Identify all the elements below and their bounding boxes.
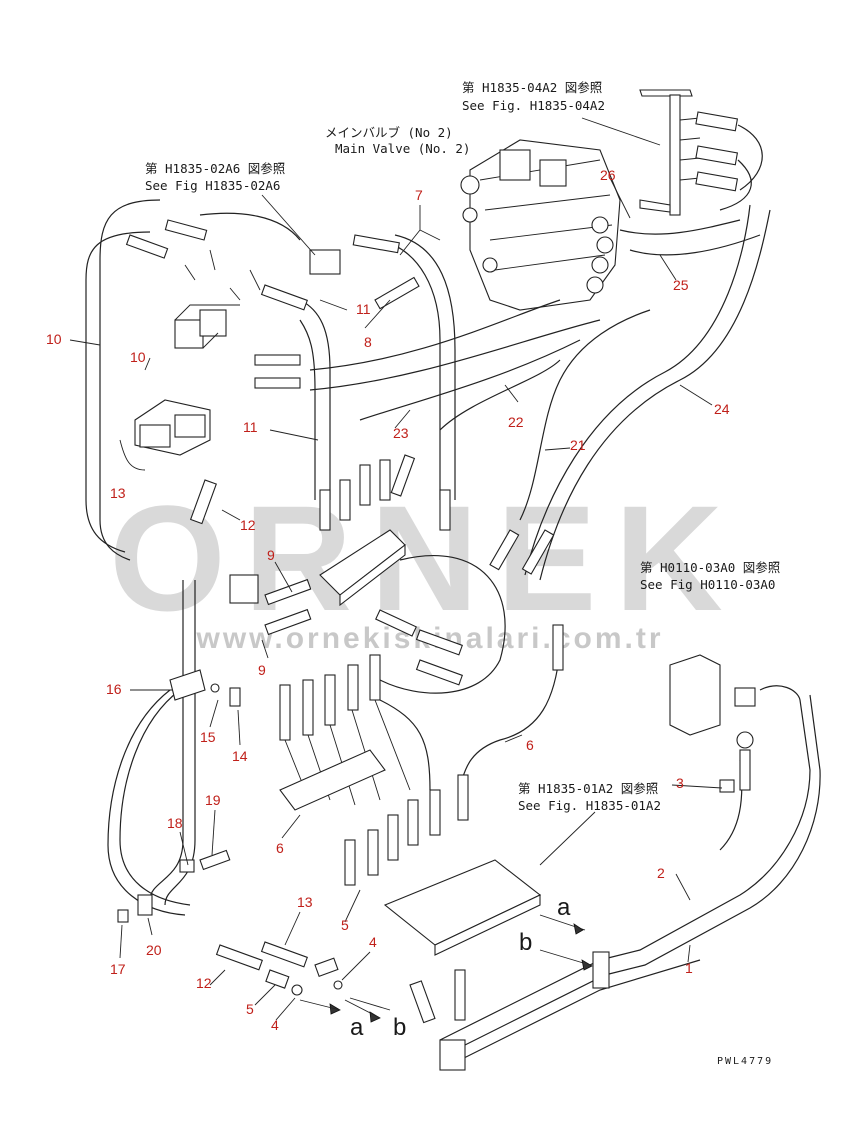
callout-22: 22	[508, 414, 524, 430]
callout-20: 20	[146, 942, 162, 958]
ref-fig-02a6-en: See Fig H1835-02A6	[145, 178, 280, 193]
callout-12-a: 12	[240, 517, 256, 533]
callout-21: 21	[570, 437, 586, 453]
lower-manifold	[279, 654, 542, 956]
upper-left-block	[125, 219, 420, 389]
ref-fig-0110: 第 H0110-03A0 図参照	[640, 560, 780, 575]
reference-notes: 第 H1835-04A2 図参照 See Fig. H1835-04A2 メイン…	[145, 80, 780, 813]
ref-fig-0110-en: See Fig H0110-03A0	[640, 577, 775, 592]
callout-8: 8	[364, 334, 372, 350]
callout-10-b: 10	[130, 349, 146, 365]
drawing-code: PWL4779	[717, 1056, 773, 1067]
right-block	[669, 654, 756, 793]
callout-11-b: 11	[243, 419, 258, 435]
callout-5-a: 5	[341, 917, 349, 933]
connection-label-a-upper: a	[557, 894, 571, 921]
callout-18: 18	[167, 815, 183, 831]
connection-label-b-upper: b	[519, 929, 532, 956]
callout-16: 16	[106, 681, 122, 697]
central-manifold	[229, 454, 564, 686]
callout-13-a: 13	[110, 485, 126, 501]
connection-label-b-lower: b	[393, 1014, 406, 1041]
callout-5-b: 5	[246, 1001, 254, 1017]
callout-2: 2	[657, 865, 665, 881]
leader-lines	[69, 117, 723, 1021]
callout-25: 25	[673, 277, 689, 293]
callout-4-b: 4	[271, 1017, 279, 1033]
callout-14: 14	[232, 748, 248, 764]
callout-13-b: 13	[297, 894, 313, 910]
ref-main-valve-fig: 第 H1835-04A2 図参照	[462, 80, 602, 95]
ref-main-valve-en: Main Valve (No. 2)	[335, 141, 470, 156]
callout-10-a: 10	[46, 331, 62, 347]
part-callouts: 1 2 3 4 4 5 5 6 6 7 8 9 9 10 10 11 11 12…	[46, 167, 730, 1033]
callout-4-a: 4	[369, 934, 377, 950]
ref-fig-01a2-en: See Fig. H1835-01A2	[518, 798, 661, 813]
callout-24: 24	[714, 401, 730, 417]
callout-26: 26	[600, 167, 616, 183]
fitting-rail	[639, 89, 763, 216]
callout-19: 19	[205, 792, 221, 808]
ref-main-valve-jp: メインバルブ (No 2)	[325, 125, 453, 140]
clamp-parts	[117, 669, 610, 1071]
callout-1: 1	[685, 960, 693, 976]
callout-6-a: 6	[526, 737, 534, 753]
callout-6-b: 6	[276, 840, 284, 856]
callout-11-a: 11	[356, 301, 371, 317]
callout-7: 7	[415, 187, 423, 203]
ref-fig-01a2: 第 H1835-01A2 図参照	[518, 781, 658, 796]
main-valve	[460, 139, 621, 311]
callout-9-b: 9	[258, 662, 266, 678]
callout-12-b: 12	[196, 975, 212, 991]
ref-fig-02a6: 第 H1835-02A6 図参照	[145, 161, 285, 176]
callout-15: 15	[200, 729, 216, 745]
connection-label-a-lower: a	[350, 1014, 364, 1041]
solenoid-valve	[119, 399, 217, 525]
connection-labels: a b a b	[299, 894, 593, 1041]
watermark-brand: ORNEK	[109, 474, 741, 642]
callout-9-a: 9	[267, 547, 275, 563]
callout-23: 23	[393, 425, 409, 441]
ref-main-valve-fig-en: See Fig. H1835-04A2	[462, 98, 605, 113]
callout-17: 17	[110, 961, 126, 977]
callout-3: 3	[676, 775, 684, 791]
